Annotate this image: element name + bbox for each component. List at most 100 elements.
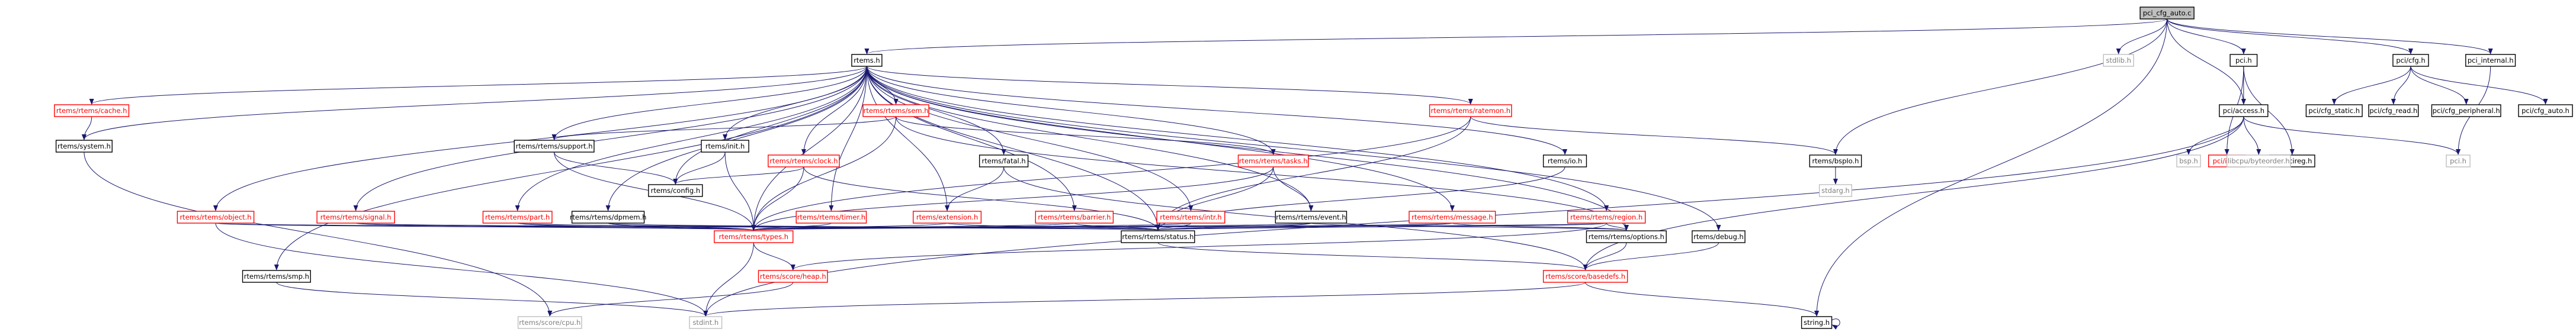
node-box (482, 211, 553, 224)
graph-node-sem-h[interactable]: rtems/rtems/sem.h (862, 104, 929, 117)
node-box (2139, 7, 2195, 20)
node-label: stdlib.h (2106, 56, 2131, 65)
graph-node-pci-access-h[interactable]: pci/access.h (2219, 104, 2269, 117)
graph-node-pci-h[interactable]: pci.h (2229, 54, 2258, 67)
include-edge (866, 66, 1629, 231)
node-box (1429, 104, 1512, 117)
graph-node-intr-h[interactable]: rtems/rtems/intr.h (1156, 211, 1226, 224)
graph-node-message-h[interactable]: rtems/rtems/message.h (1409, 211, 1496, 224)
graph-node-extension-h[interactable]: rtems/extension.h (913, 211, 982, 224)
graph-node-signal-h[interactable]: rtems/rtems/signal.h (316, 211, 395, 224)
graph-node-types-h[interactable]: rtems/rtems/types.h (714, 230, 794, 243)
graph-node-status-h[interactable]: rtems/rtems/status.h (1121, 230, 1195, 243)
include-edge (803, 166, 1160, 231)
graph-node-heap-h[interactable]: rtems/score/heap.h (758, 270, 828, 283)
include-edge (866, 66, 1314, 211)
node-label: rtems/rtems/smp.h (244, 272, 309, 281)
node-box (2446, 154, 2471, 167)
graph-node-smp-h[interactable]: rtems/rtems/smp.h (242, 270, 311, 283)
node-box (571, 211, 645, 224)
graph-node-cfg-static-h[interactable]: pci/cfg_static.h (2305, 104, 2363, 117)
include-edge (1814, 18, 2168, 317)
graph-node-barrier-h[interactable]: rtems/rtems/barrier.h (1035, 211, 1114, 224)
node-label: rtems/extension.h (916, 213, 978, 221)
include-edge (1583, 242, 1719, 270)
include-edge (1155, 116, 1471, 231)
graph-node-bspio-h[interactable]: rtems/bspIo.h (1809, 154, 1862, 167)
node-label: rtems/score/heap.h (760, 272, 826, 281)
include-edge (1831, 318, 1840, 330)
node-label: rtems/rtems/sem.h (864, 107, 929, 115)
graph-node-tasks-h[interactable]: rtems/rtems/tasks.h (1237, 154, 1309, 167)
include-edge (866, 66, 1473, 105)
graph-node-clock-h[interactable]: rtems/rtems/clock.h (768, 154, 840, 167)
node-label: rtems/rtems/barrier.h (1038, 213, 1111, 221)
graph-node-dpmem-h[interactable]: rtems/rtems/dpmem.h (570, 211, 647, 224)
graph-node-ratemon-h[interactable]: rtems/rtems/ratemon.h (1429, 104, 1512, 117)
include-edge (1273, 166, 1314, 211)
node-label: pci/access.h (2223, 107, 2264, 115)
graph-node-pci-cfg-h[interactable]: pci/cfg.h (2392, 54, 2429, 67)
node-box (2219, 104, 2269, 117)
graph-node-init-h[interactable]: rtems/init.h (701, 140, 749, 153)
graph-node-byteorder-h: libcpu/byteorder.h (2226, 154, 2291, 167)
graph-node-pci-internal-h[interactable]: pci_internal.h (2465, 54, 2516, 67)
include-edge (1156, 223, 1607, 231)
graph-node-io-h[interactable]: rtems/io.h (1542, 154, 1587, 167)
include-edge (1452, 223, 1629, 231)
graph-node-region-h[interactable]: rtems/rtems/region.h (1567, 211, 1646, 224)
graph-node-fatal-h[interactable]: rtems/fatal.h (979, 154, 1029, 167)
graph-node-system-h[interactable]: rtems/system.h (55, 140, 113, 153)
include-edge (515, 66, 867, 211)
graph-node-debug-h[interactable]: rtems/debug.h (1692, 230, 1746, 243)
node-box (54, 104, 130, 117)
graph-node-cache-h[interactable]: rtems/rtems/cache.h (54, 104, 130, 117)
node-box (1237, 154, 1309, 167)
include-edge (84, 152, 553, 317)
node-label: bsp.h (2179, 157, 2198, 165)
node-label: rtems/system.h (57, 142, 111, 150)
node-label: rtems/rtems/support.h (516, 142, 593, 150)
graph-node-cfg-auto-h[interactable]: pci/cfg_auto.h (2518, 104, 2573, 117)
node-box (1809, 154, 1862, 167)
include-edge (1833, 18, 2168, 155)
graph-node-pci-gray-h: pci.h (2446, 154, 2471, 167)
include-edge (896, 116, 1276, 155)
include-edge (829, 66, 867, 211)
graph-node-config-h[interactable]: rtems/config.h (648, 184, 703, 197)
node-label: rtems/rtems/clock.h (769, 157, 838, 165)
graph-node-part-h[interactable]: rtems/rtems/part.h (482, 211, 553, 224)
node-box (701, 140, 749, 153)
graph-node-event-h[interactable]: rtems/rtems/event.h (1275, 211, 1348, 224)
node-label: pci/cfg_peripheral.h (2433, 107, 2500, 115)
include-edge (2410, 66, 2548, 105)
graph-node-string-h[interactable]: string.h (1801, 316, 1833, 329)
node-label: rtems/rtems/part.h (485, 213, 550, 221)
graph-node-support-h[interactable]: rtems/rtems/support.h (514, 140, 595, 153)
include-edge (2116, 18, 2168, 54)
include-edge (896, 116, 1629, 231)
node-box (1035, 211, 1114, 224)
node-label: pci.h (2235, 56, 2252, 65)
graph-node-cfg-read-h[interactable]: pci/cfg_read.h (2368, 104, 2419, 117)
include-edge (866, 66, 1567, 155)
graph-node-rtems-h[interactable]: rtems.h (851, 54, 883, 67)
graph-node-cfg-peripheral-h[interactable]: pci/cfg_peripheral.h (2431, 104, 2501, 117)
node-box (1409, 211, 1496, 224)
graph-node-options-h[interactable]: rtems/rtems/options.h (1586, 230, 1667, 243)
node-box (758, 270, 828, 283)
include-edge (791, 223, 1607, 270)
graph-node-basedefs-h[interactable]: rtems/score/basedefs.h (1542, 270, 1628, 283)
node-label: pci_internal.h (2468, 56, 2514, 65)
node-label: rtems/rtems/object.h (179, 213, 251, 221)
node-label: pci.h (2450, 157, 2466, 165)
graph-node-timer-h[interactable]: rtems/rtems/timer.h (795, 211, 867, 224)
node-box (514, 140, 595, 153)
node-label: pci/cfg.h (2396, 56, 2425, 65)
node-box (1586, 230, 1667, 243)
node-label: rtems.h (854, 56, 880, 65)
include-edge (866, 66, 950, 211)
include-edge (751, 166, 804, 231)
include-edge (2167, 18, 2413, 54)
graph-node-object-h[interactable]: rtems/rtems/object.h (177, 211, 255, 224)
